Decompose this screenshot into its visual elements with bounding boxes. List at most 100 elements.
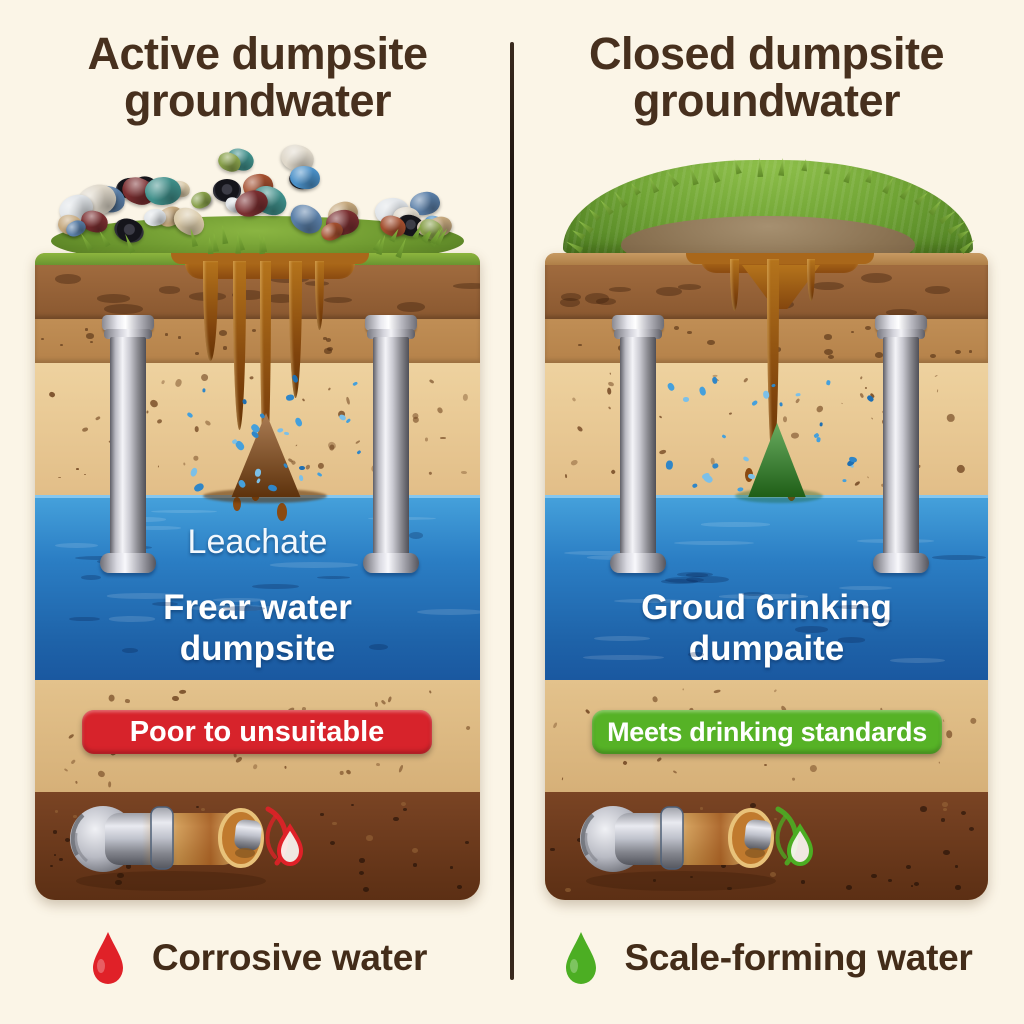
speckle [108,781,111,787]
speckle [934,374,938,377]
speckle [673,540,755,545]
water-text-line2: dumpaite [688,629,845,668]
speckle [84,473,87,475]
speckle [40,337,45,341]
speckle [763,763,768,767]
speckle [411,847,418,853]
speckle [59,343,63,346]
speckle [352,381,359,387]
leachate-drip [233,497,241,511]
speckle [698,386,708,397]
speckle [906,865,911,869]
speckle [687,330,693,335]
speckle [652,879,656,882]
speckle [270,562,359,568]
speckle [195,351,200,355]
soil-cross-section: Leachate Frear water dumpsite [35,253,480,900]
water-text-line2: dumpsite [179,629,336,668]
trash-item [188,188,215,212]
speckle [457,885,463,890]
speckle [718,594,808,599]
speckle [55,810,59,813]
speckle [322,337,327,340]
title-line2: groundwater [123,75,392,126]
speckle [97,294,130,303]
well-cap [365,315,417,339]
speckle [68,616,100,622]
speckle [552,722,558,730]
speckle [889,657,946,664]
speckle [838,586,892,591]
monitoring-well [362,315,420,575]
speckle [65,838,71,843]
speckle [67,733,75,740]
speckle [178,689,186,694]
speckle [212,598,264,602]
well-shaft [373,337,409,555]
speckle [254,467,262,478]
speckle [828,354,834,359]
speckle [440,436,446,440]
speckle [232,289,266,300]
speckle [841,478,847,482]
speckle [749,802,756,808]
title-line1: Active dumpsite [87,28,428,79]
caption-label: Corrosive water [151,937,428,978]
speckle [200,807,206,812]
caption-label: Scale-forming water [624,937,973,978]
trash-item [289,165,320,190]
speckle [800,880,806,884]
speckle [408,532,424,539]
speckle [266,483,278,493]
speckle [125,864,131,869]
water-text-line1: Frear water [163,588,352,627]
speckle [714,689,722,694]
speckle [52,830,57,834]
scale-droplet-icon [565,932,596,984]
leachate-spread [686,253,874,273]
speckle [237,478,248,489]
speckle [397,301,425,312]
speckle [196,805,199,808]
speckle [350,803,354,807]
speckle [596,298,617,306]
speckle [796,392,802,397]
speckle [700,807,703,810]
speckle [151,510,217,514]
speckle [564,473,568,478]
speckle [151,602,179,607]
speckle [428,471,433,475]
speckle [561,777,564,781]
speckle [320,813,324,816]
speckle [265,294,296,303]
speckle [417,609,480,616]
speckle [293,416,303,428]
speckle [860,272,893,284]
speckle [960,810,966,815]
speckle [560,293,582,302]
speckle [316,471,323,478]
well-base [873,553,929,573]
speckle [48,391,56,399]
speckle [968,350,973,353]
speckle [465,725,472,732]
speckle [463,393,469,401]
speckle [686,573,709,577]
speckle [656,757,663,763]
speckle [400,801,407,807]
speckle [73,815,77,818]
speckle [97,769,107,778]
leachate-drip [807,259,815,301]
speckle [325,338,332,343]
soil-cross-section: Groud 6rinking dumpaite [545,253,988,900]
well-base [610,553,666,573]
speckle [925,286,950,294]
speckle [188,466,198,478]
speckle [252,329,257,332]
speckle [81,426,89,433]
speckle [121,648,139,654]
speckle [242,399,248,406]
speckle [673,325,680,330]
leachate-plume [171,253,369,521]
